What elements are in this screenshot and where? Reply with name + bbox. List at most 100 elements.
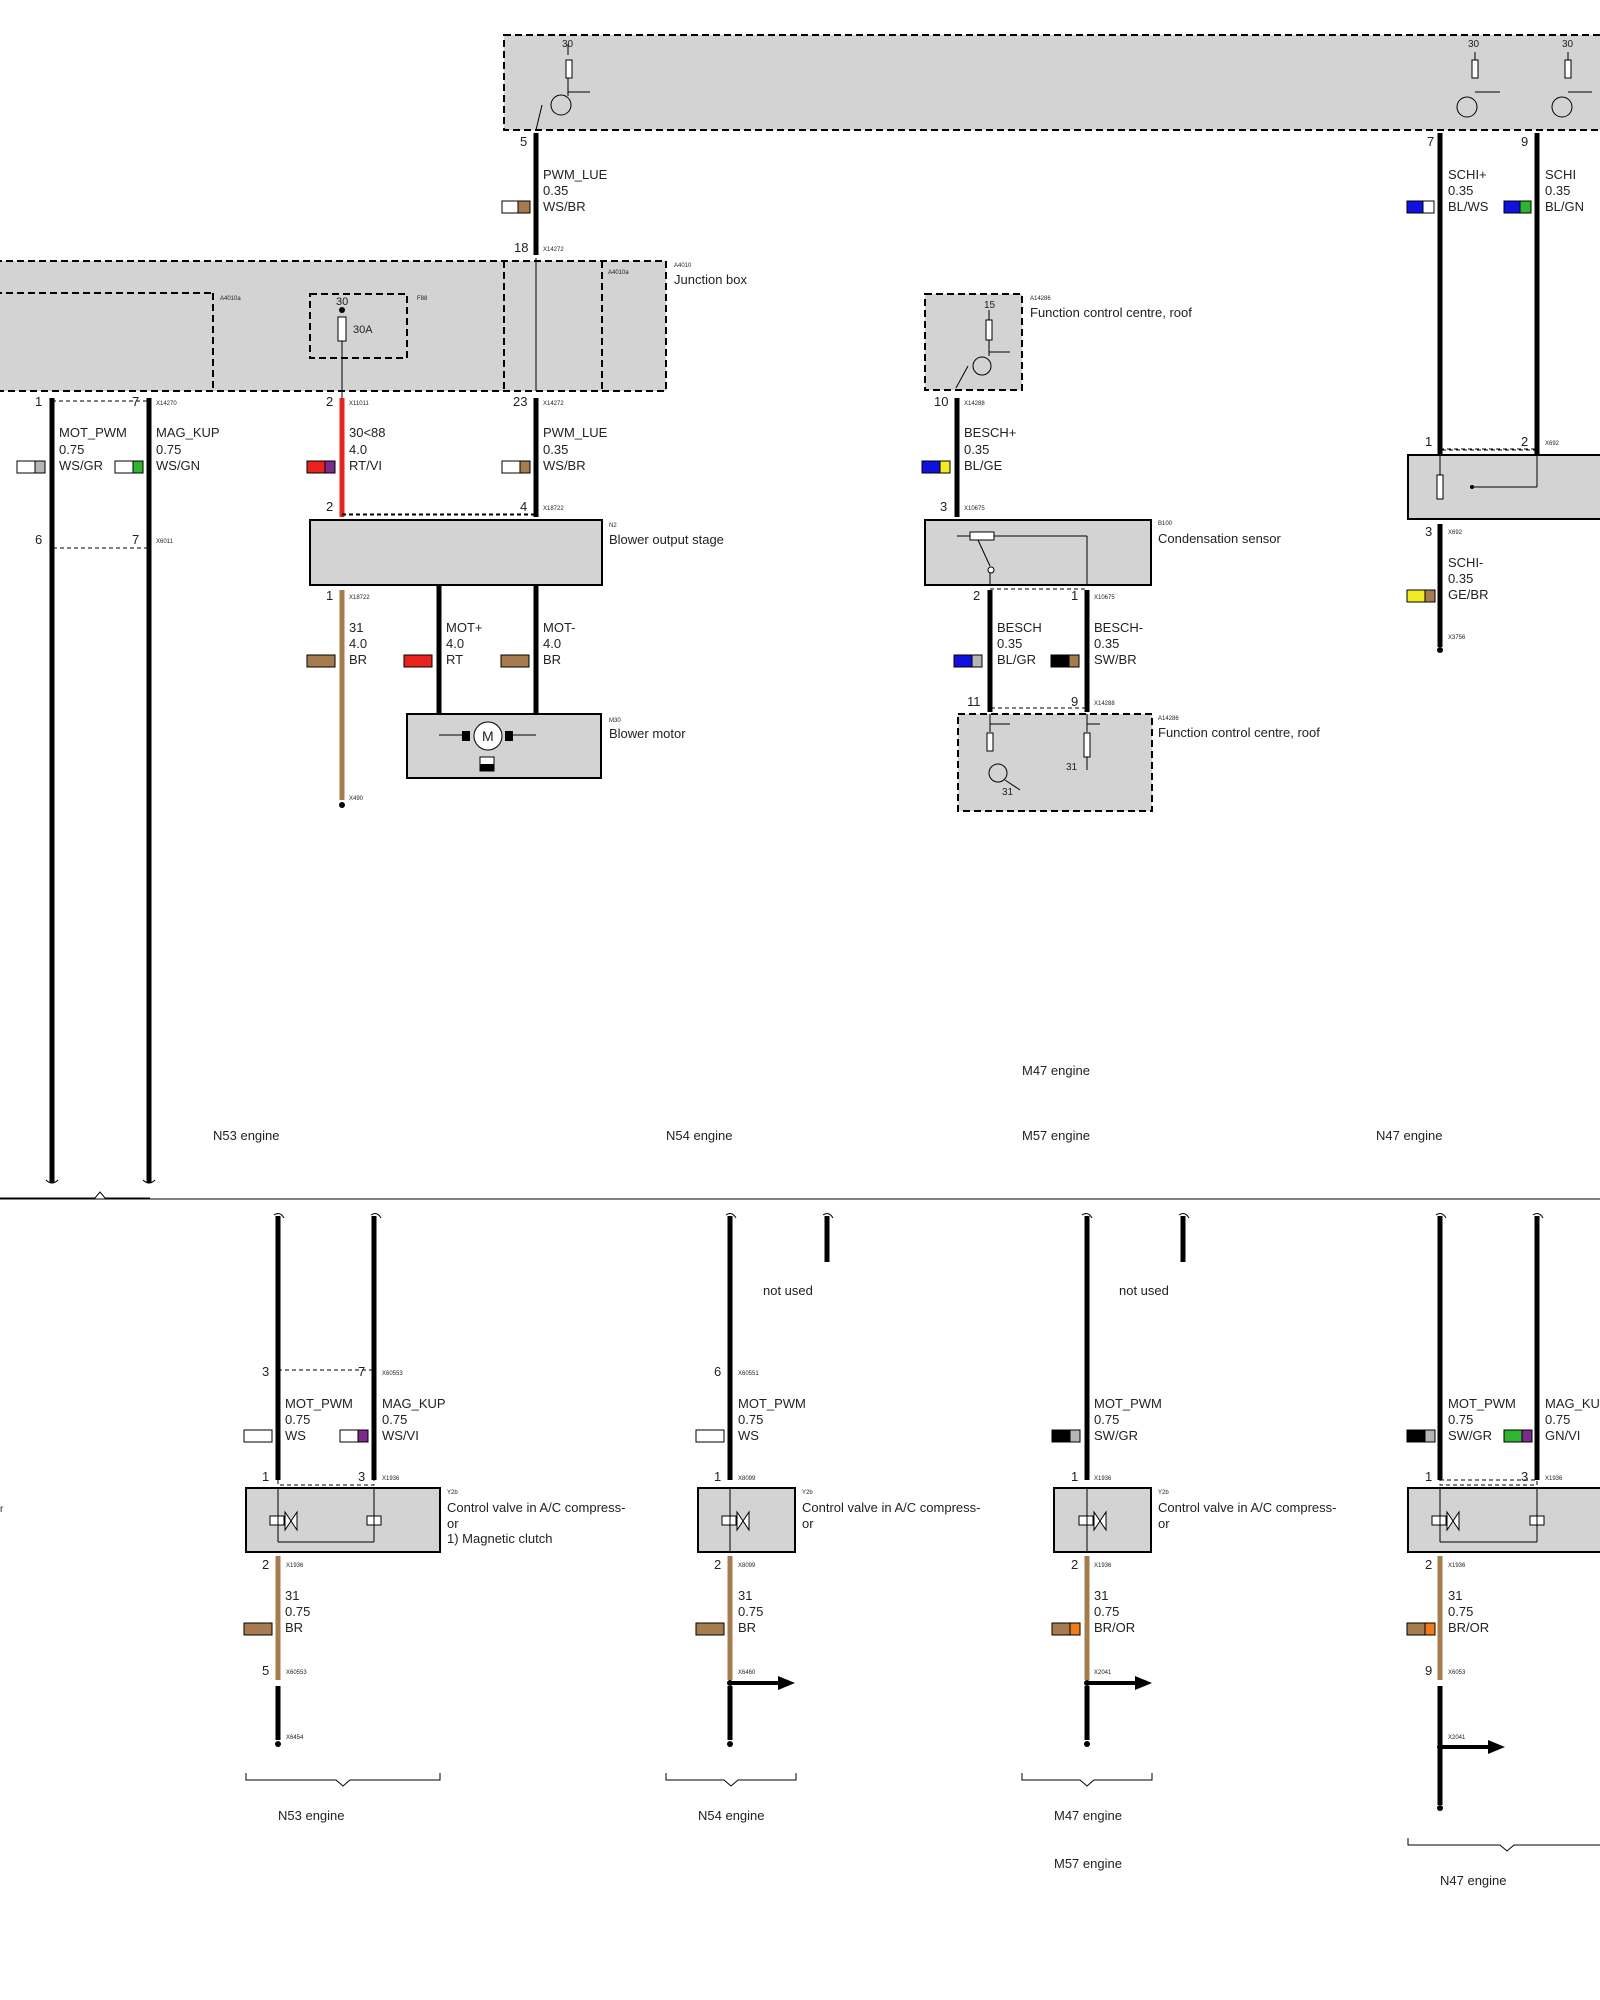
wire-signal: MOT+ — [446, 620, 482, 635]
wire-signal: MOT_PWM — [738, 1396, 806, 1411]
wire-size: 4.0 — [543, 636, 561, 651]
pin: 3 — [1521, 1469, 1528, 1484]
pin: 9 — [1425, 1663, 1432, 1678]
color-swatch — [339, 1429, 369, 1443]
motor-symbol: M — [482, 728, 494, 744]
color-swatch — [921, 460, 951, 474]
pin: 1 — [326, 588, 333, 603]
connector-label: X60553 — [382, 1371, 403, 1377]
wire-size: 0.75 — [285, 1412, 310, 1427]
color-swatch — [1050, 654, 1080, 668]
not-used-label: not used — [1119, 1283, 1169, 1298]
wire-size: 0.75 — [285, 1604, 310, 1619]
connector-label: X10675 — [1094, 595, 1115, 601]
engine-label: N53 engine — [213, 1128, 280, 1143]
pin: 6 — [35, 532, 42, 547]
engine-label: M57 engine — [1054, 1856, 1122, 1871]
wire-color: SW/GR — [1094, 1428, 1138, 1443]
connector-label: X14270 — [156, 401, 177, 407]
color-swatch — [16, 460, 46, 474]
wire-size: 0.75 — [1545, 1412, 1570, 1427]
ground-ref: X3756 — [1448, 635, 1466, 641]
component-ref: M30 — [609, 718, 621, 724]
pin-18: 18 — [514, 240, 528, 255]
wire-color: BL/GN — [1545, 199, 1584, 214]
valve-icon — [721, 1488, 750, 1552]
wire-size: 0.35 — [543, 442, 568, 457]
pin: 3 — [262, 1364, 269, 1379]
wire-size: 0.75 — [156, 442, 181, 457]
fuse-box — [309, 293, 408, 359]
connector-label: X1936 — [382, 1476, 400, 1482]
ground-ref: X2041 — [1094, 1670, 1112, 1676]
pin: 7 — [358, 1364, 365, 1379]
pin: 2 — [262, 1557, 269, 1572]
terminal-label: 15 — [984, 300, 996, 311]
sensor-switch-icon — [957, 531, 1088, 585]
break-mark — [45, 1179, 156, 1184]
blower-output-stage — [309, 519, 603, 586]
connector-label: X60551 — [738, 1371, 759, 1377]
wire-signal: MAG_KUP — [382, 1396, 446, 1411]
wire-signal: MOT_PWM — [59, 425, 127, 440]
pin: 2 — [1521, 434, 1528, 449]
pin: 1 — [35, 394, 42, 409]
wire-color: SW/BR — [1094, 652, 1137, 667]
wire-color: WS — [285, 1428, 306, 1443]
connector-label: X11011 — [349, 401, 369, 407]
color-swatch — [243, 1622, 273, 1636]
brace — [665, 1773, 797, 1787]
brace — [1407, 1838, 1600, 1852]
wire-size: 0.35 — [964, 442, 989, 457]
color-swatch — [1406, 1429, 1436, 1443]
wire-size: 0.75 — [382, 1412, 407, 1427]
connector-label: X60553 — [286, 1670, 307, 1676]
transistor-symbol — [1551, 52, 1592, 118]
wire-size: 0.75 — [738, 1604, 763, 1619]
wire-color: WS/VI — [382, 1428, 419, 1443]
pin: 7 — [132, 532, 139, 547]
junction-box: 30 30A F88 A4010a A4010a A4010 Junction … — [0, 258, 747, 400]
color-swatch — [1051, 1429, 1081, 1443]
wire-color: BR — [543, 652, 561, 667]
wire-size: 0.75 — [1448, 1604, 1473, 1619]
transistor-symbol — [955, 310, 1010, 389]
fuse-terminal: 30 — [336, 296, 348, 308]
connector-label: X1936 — [1094, 1563, 1112, 1569]
wire-size: 0.75 — [738, 1412, 763, 1427]
pin-7: 7 — [1427, 134, 1434, 149]
color-swatch — [114, 460, 144, 474]
ground-point — [275, 1741, 281, 1747]
color-swatch — [1406, 200, 1435, 214]
connector-label: X692 — [1545, 441, 1560, 447]
wire-size: 0.35 — [1448, 183, 1473, 198]
brace — [1021, 1773, 1153, 1787]
connector-label: X14288 — [1094, 701, 1115, 707]
wire-size: 4.0 — [349, 636, 367, 651]
engine-label: N54 engine — [666, 1128, 733, 1143]
pin: 11 — [967, 694, 981, 709]
component-name: Control valve in A/C compress- — [802, 1500, 980, 1515]
wire-size: 0.35 — [1545, 183, 1570, 198]
wire-signal: BESCH- — [1094, 620, 1143, 635]
wire-color: BL/WS — [1448, 199, 1489, 214]
wire-color: GE/BR — [1448, 587, 1488, 602]
ground-ref: X6460 — [738, 1670, 756, 1676]
blower-motor — [406, 713, 602, 779]
fuse-icon — [337, 316, 347, 342]
pin: 1 — [262, 1469, 269, 1484]
wire-signal: 31 — [1094, 1588, 1108, 1603]
ground-label: 31 — [1066, 762, 1078, 773]
connector-label: X6053 — [1448, 1670, 1466, 1676]
pin: 5 — [262, 1663, 269, 1678]
color-swatch — [403, 654, 433, 668]
pin: 4 — [520, 499, 527, 514]
sub-ref: A4010a — [608, 270, 629, 276]
component-or: or — [1158, 1516, 1170, 1531]
component-or: or — [802, 1516, 814, 1531]
edge-mark: r — [0, 1504, 4, 1515]
connector-label: X8099 — [738, 1476, 756, 1482]
color-swatch — [243, 1429, 273, 1443]
color-swatch — [1503, 200, 1532, 214]
